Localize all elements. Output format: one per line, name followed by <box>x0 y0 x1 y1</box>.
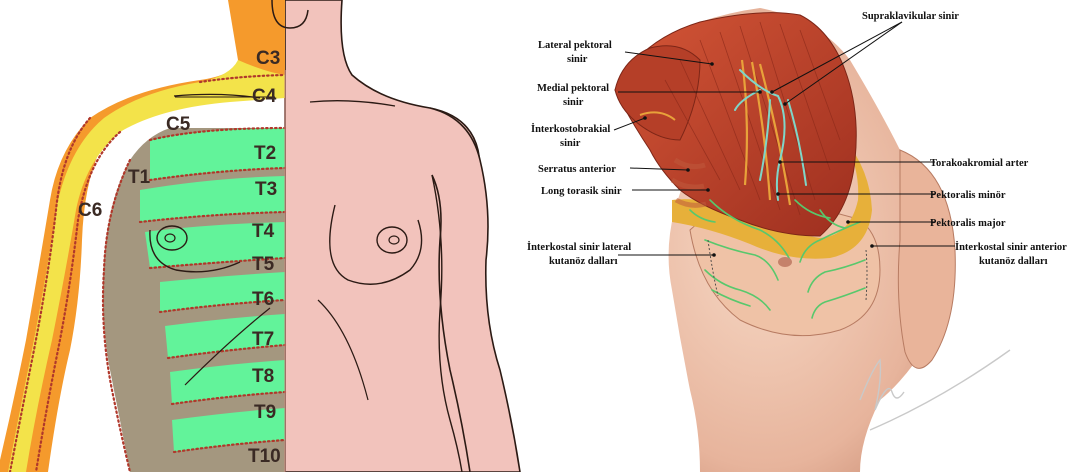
label-c3: C3 <box>256 48 280 69</box>
label-t2: T2 <box>254 143 276 164</box>
label-medial-pectoral-1: Medial pektoral <box>537 83 609 94</box>
label-t1: T1 <box>128 167 151 188</box>
label-c5: C5 <box>166 114 191 135</box>
label-t5: T5 <box>252 254 275 275</box>
label-supraclavicular: Supraklavikular sinir <box>862 11 959 22</box>
label-intercostobrachial-1: İnterkostobrakial <box>531 123 610 135</box>
label-t4: T4 <box>252 221 275 242</box>
label-pectoralis-major: Pektoralis major <box>930 218 1006 229</box>
label-serratus-anterior: Serratus anterior <box>538 164 616 175</box>
label-lateral-pectoral-2: sinir <box>567 54 588 65</box>
label-medial-pectoral-2: sinir <box>563 97 584 108</box>
label-lateral-pectoral-1: Lateral pektoral <box>538 40 612 51</box>
label-intercostal-anterior-2: kutanöz dalları <box>979 256 1048 267</box>
label-intercostal-anterior-1: İnterkostal sinir anterior <box>955 241 1067 253</box>
label-pectoralis-minor: Pektoralis minör <box>930 190 1006 201</box>
label-t8: T8 <box>252 366 274 387</box>
label-c4: C4 <box>252 86 277 107</box>
anatomy-illustration <box>615 8 1010 472</box>
label-intercostal-lateral-1: İnterkostal sinir lateral <box>527 241 631 253</box>
label-intercostal-lateral-2: kutanöz dalları <box>549 256 618 267</box>
label-thoracoacromial: Torakoakromial arter <box>930 158 1029 169</box>
label-intercostobrachial-2: sinir <box>560 138 581 149</box>
label-t7: T7 <box>252 329 274 350</box>
label-t10: T10 <box>248 446 281 467</box>
label-t9: T9 <box>254 402 276 423</box>
nipple <box>778 257 792 267</box>
label-c6: C6 <box>78 200 102 221</box>
label-long-thoracic: Long torasik sinir <box>541 186 622 197</box>
label-t6: T6 <box>252 289 274 310</box>
side-breast <box>898 150 955 368</box>
label-t3: T3 <box>255 179 277 200</box>
